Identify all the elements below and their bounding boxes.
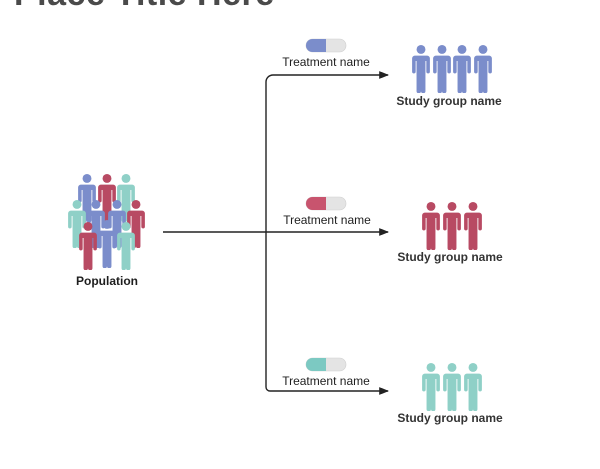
population-crowd-icon: [68, 174, 145, 270]
study-group-label-2: Study group name: [397, 250, 503, 264]
study-group-2-people-icon: [422, 202, 482, 250]
diagram-title: Place Title Here: [14, 0, 275, 14]
pill-icon-blue: [305, 38, 347, 53]
study-group-label-1: Study group name: [396, 94, 502, 108]
arrow-bottom: [265, 82, 389, 395]
study-group-1-people-icon: [412, 45, 492, 93]
treatment-label-1: Treatment name: [282, 55, 370, 69]
study-group-label-3: Study group name: [397, 411, 503, 425]
study-group-3-people-icon: [422, 363, 482, 411]
treatment-label-2: Treatment name: [283, 213, 371, 227]
treatment-label-3: Treatment name: [282, 374, 370, 388]
population-label: Population: [76, 274, 138, 288]
arrow-top: [265, 71, 389, 83]
pill-icon-red: [305, 196, 347, 211]
flow-connectors: [163, 71, 389, 395]
pill-icon-teal: [305, 357, 347, 372]
